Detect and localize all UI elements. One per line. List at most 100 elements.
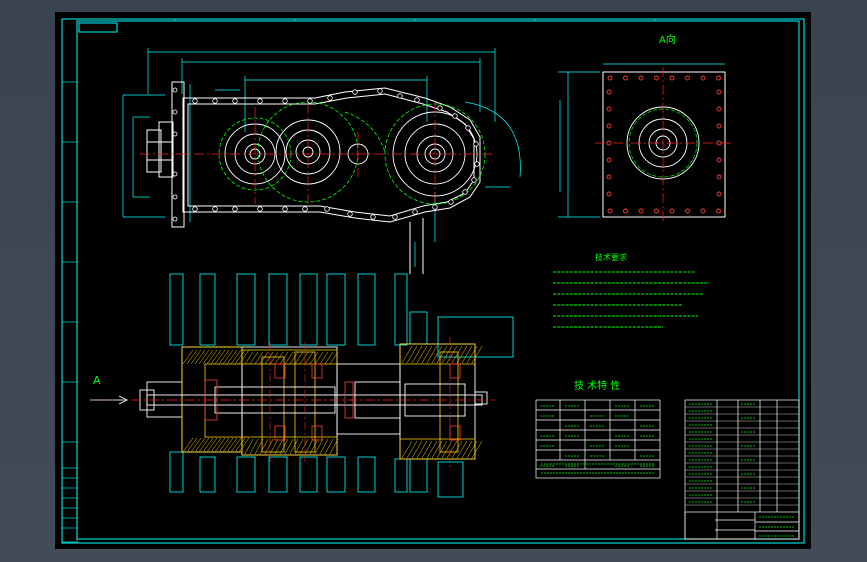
hatch-line [471,440,483,459]
hatch-line [421,440,433,459]
flange-hole [172,109,178,115]
bolt-hole [437,105,443,111]
section-hatch [181,343,476,460]
bolt-hole [352,89,358,95]
bolt-hole [370,214,376,220]
bolt-holes [172,87,480,222]
hatch-line [436,345,448,364]
hatch-line [289,351,299,365]
leader-box [394,458,408,493]
hatch-line [182,349,194,365]
bolt-hole [232,98,238,104]
bolt-hole [307,98,313,104]
hatch-line [226,349,238,365]
bolt-hole [282,206,288,212]
hatch-line [466,345,478,364]
bolt-hole [669,75,675,81]
hatch-line [190,349,202,365]
hatch-line [446,345,458,364]
hatch-line [289,438,299,455]
hatch-line [210,349,222,365]
hatch-line [416,345,428,364]
hatch-line [218,437,230,453]
hatch-line [461,440,473,459]
view-arrow [90,395,128,405]
bolt-hole [654,208,659,214]
hatch-line [269,351,279,365]
hatch-line [304,438,314,455]
bolt-hole [716,191,722,197]
bolt-hole [347,211,353,217]
bolt-hole [257,206,263,212]
hatch-line [401,345,413,364]
leader-box [326,456,346,493]
leader-box [394,273,408,346]
gearbox-drawing: A向 [61,18,805,544]
bolt-hole [412,209,418,215]
hatch-line [244,351,254,365]
drawing-frame [61,18,805,544]
housing-outline [146,81,481,274]
hatch-line [234,349,246,365]
hatch-line [190,437,202,453]
technical-characteristics-title: 技 术特 性 [574,379,620,392]
bolt-hole [452,113,458,119]
hatch-line [451,440,463,459]
technical-requirements-title: 技术要求 [595,252,627,262]
bolt-hole [606,157,612,163]
top-view-dimensions [122,48,521,267]
hatch-line [222,437,234,453]
section-details [204,363,461,441]
hatch-line [416,440,428,459]
leader-box [236,273,256,346]
bolt-hole [473,141,479,147]
bolt-hole [462,189,468,195]
hatch-line [230,349,242,365]
hatch-line [279,351,289,365]
bolt-hole [623,75,628,81]
bolt-hole [669,208,675,214]
leader-box [169,451,184,493]
hatch-line [206,437,218,453]
hatch-line [198,349,210,365]
technical-characteristics: 技 术特 性 [535,379,661,479]
hatch-line [274,351,284,365]
bolt-hole [716,140,722,146]
bolt-hole [302,206,308,212]
hatch-line [222,349,234,365]
hatch-line [314,438,324,455]
a-arrow-label: A [93,374,101,387]
bolt-hole [377,88,383,94]
center-lines [140,102,495,207]
bolt-hole [414,97,420,103]
hatch-line [471,345,483,364]
a-view-housing [602,71,726,218]
hatch-line [206,349,218,365]
hatch-line [244,438,254,455]
bolt-hole [654,75,659,81]
flange-hole [172,171,178,177]
hatch-line [284,438,294,455]
bolt-hole [606,191,612,197]
hatch-line [259,351,269,365]
hatch-line [249,351,259,365]
hatch-line [214,349,226,365]
hatch-line [431,440,443,459]
hatch-line [426,345,438,364]
a-view: A向 [558,33,733,222]
bolt-hole [448,199,454,205]
leader-box [409,458,428,493]
hatch-line [451,345,463,364]
bolt-hole [397,93,403,99]
leader-box [326,273,346,346]
bolt-hole [192,206,198,212]
hatch-line [202,437,214,453]
bolt-hole [700,208,706,214]
hatch-line [314,351,324,365]
hatch-line [431,345,443,364]
hatch-line [202,349,214,365]
hatch-line [214,437,226,453]
bolt-hole [606,140,612,146]
flange-hole [172,87,178,93]
